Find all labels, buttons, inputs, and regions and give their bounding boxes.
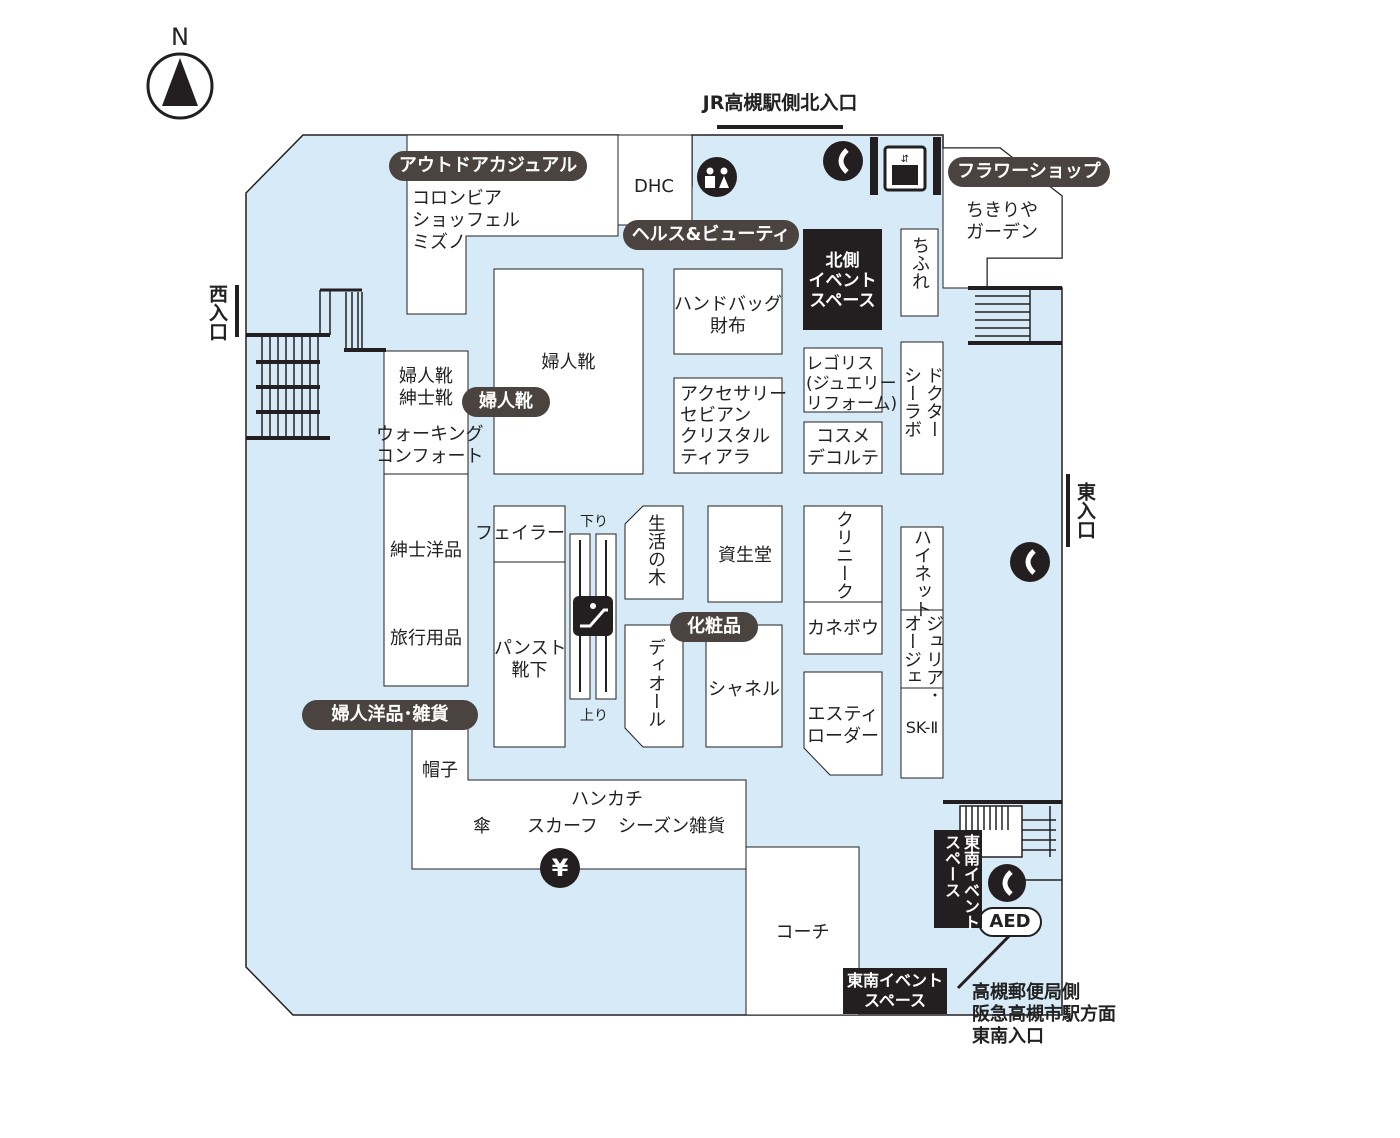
store-dr-ci: ドクター シーラボ: [901, 366, 944, 438]
box-seikatsu: [624, 505, 684, 600]
box-chifure: [900, 228, 939, 317]
store-shiseido: 資生堂: [718, 545, 772, 566]
store-travel: 旅行用品: [390, 628, 462, 649]
store-coach: コーチ: [775, 922, 830, 943]
store-dior: ディオール: [645, 638, 666, 728]
category-ladies-shoes: 婦人靴: [462, 387, 550, 417]
east-entrance-label: 東入口: [1074, 482, 1096, 539]
box-hainet: [900, 526, 944, 611]
box-coach: [745, 846, 860, 1016]
category-outdoor-casual: アウトドアカジュアル: [389, 151, 587, 181]
store-pantyhose: パンスト 靴下: [494, 638, 567, 681]
north-entrance-label: JR高槻駅側北入口: [702, 92, 858, 114]
event-space-southeast-vertical: 東南イベント スペース: [934, 830, 982, 930]
box-julia: [900, 609, 944, 689]
box-handbag: [673, 268, 783, 355]
compass: [146, 52, 214, 120]
box-pantyhose: [493, 561, 566, 748]
category-health-beauty: ヘルス&ビューティ: [623, 220, 799, 250]
box-feiler: [493, 505, 566, 563]
store-shoes-left: 婦人靴 紳士靴: [399, 366, 453, 409]
box-clinique: [803, 505, 883, 603]
store-chifure: ちふれ: [909, 236, 930, 290]
west-stairs: [246, 288, 386, 440]
east-stairs-north: [968, 286, 1062, 345]
store-clinique: クリニーク: [833, 510, 854, 600]
phone-icon: [823, 141, 863, 181]
compass-label: N: [171, 23, 189, 51]
store-chanel: シャネル: [708, 679, 780, 700]
store-scarf: スカーフ: [527, 816, 598, 837]
store-cosme: コスメ デコルテ: [807, 426, 879, 469]
store-mens-wear: 紳士洋品: [390, 540, 462, 561]
box-dr-ci: [900, 341, 944, 475]
box-ladies-shoes: [493, 268, 644, 475]
store-kanebo: カネボウ: [807, 618, 879, 639]
store-umbrella: 傘: [473, 816, 491, 837]
store-sk2: SK-Ⅱ: [905, 718, 939, 737]
store-regolis: レゴリス (ジュエリー リフォーム): [806, 354, 898, 414]
store-julia: ジュリア･ オージェ: [901, 614, 944, 704]
store-dhc: DHC: [634, 176, 674, 197]
store-hainet: ハイネット: [911, 528, 932, 618]
phone-icon: [988, 864, 1026, 902]
store-estee: エスティ ローダー: [807, 704, 879, 747]
box-regolis: [803, 347, 883, 413]
store-feiler: フェイラー: [475, 523, 565, 544]
event-space-north: 北側 イベント スペース: [803, 229, 882, 330]
box-accessory: [673, 377, 783, 474]
category-cosmetics: 化粧品: [670, 612, 758, 642]
escalator: [569, 533, 617, 700]
store-hat: 帽子: [422, 760, 458, 781]
svg-text:⇵: ⇵: [901, 154, 909, 165]
store-season: シーズン雑貨: [618, 816, 726, 837]
escalator-down-label: 下り: [580, 514, 608, 530]
store-columbia: コロンビア ショッフェル ミズノ: [412, 188, 520, 253]
box-cosme: [803, 421, 883, 474]
escalator-up-label: 上り: [580, 708, 608, 724]
store-seikatsu: 生活の木: [645, 514, 666, 586]
aed-label: AED: [989, 911, 1031, 932]
west-entrance-label: 西入口: [206, 284, 228, 341]
dhc-area: [617, 134, 693, 226]
box-mens: [383, 473, 469, 687]
southeast-entrance-label: 高槻郵便局側 阪急高槻市駅方面 東南入口: [972, 982, 1116, 1047]
box-shiseido: [707, 505, 783, 603]
box-estee: [803, 671, 883, 776]
category-flower-shop: フラワーショップ: [948, 157, 1110, 187]
event-space-southeast-horizontal: 東南イベント スペース: [843, 968, 947, 1014]
elevator-icon: ⇵: [870, 137, 941, 195]
escalator-icon: [573, 596, 613, 636]
store-accessory: アクセサリー セビアン クリスタル ティアラ: [680, 384, 788, 468]
store-handkerchief: ハンカチ: [571, 789, 643, 810]
category-ladies-wear: 婦人洋品･雑貨: [302, 700, 478, 730]
box-chanel: [705, 624, 783, 748]
store-ladies-shoes: 婦人靴: [541, 352, 596, 373]
box-kanebo: [803, 601, 883, 655]
box-sk2: [900, 687, 944, 779]
phone-icon: [1010, 542, 1050, 582]
store-walking: ウォーキング コンフォート: [376, 424, 484, 467]
restroom-icon: [697, 157, 737, 197]
store-handbag: ハンドバッグ 財布: [674, 294, 782, 337]
box-shoes-left: [383, 350, 469, 475]
store-chikiriya: ちきりや ガーデン: [966, 200, 1038, 243]
atm-icon: ¥: [540, 848, 580, 888]
